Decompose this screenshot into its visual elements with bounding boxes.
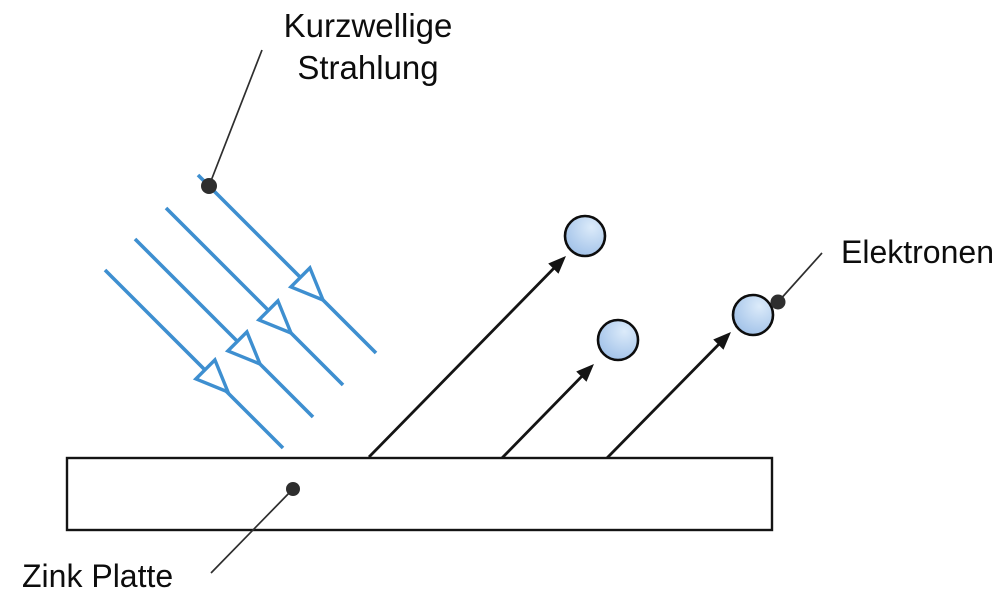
radiation-ray: [103, 268, 285, 450]
radiation-ray: [164, 206, 345, 387]
electron: [596, 318, 640, 362]
radiation-ray: [196, 173, 378, 355]
electron-arrowhead-icon: [576, 364, 594, 382]
radiation-label-line1: Kurzwellige: [283, 7, 453, 44]
radiation-arrowhead-icon: [224, 328, 264, 368]
radiation-arrowhead-icon: [255, 297, 295, 337]
radiation-leader-line: [208, 49, 263, 187]
electron-arrow-shaft: [500, 369, 590, 459]
leader-dots: [201, 178, 786, 496]
radiation-label-line2: Strahlung: [297, 49, 439, 86]
radiation-leader-dot: [201, 178, 217, 194]
plate-leader-line: [210, 488, 294, 574]
electron-arrow-shaft: [606, 337, 726, 459]
radiation-rays: [103, 173, 378, 450]
electrons-label: Elektronen: [841, 234, 994, 270]
plate-leader-dot: [286, 482, 300, 496]
electron-arrowhead-icon: [548, 256, 566, 274]
electron: [563, 214, 607, 258]
electrons: [563, 214, 775, 362]
electrons-leader-line: [777, 252, 823, 303]
radiation-arrowhead-icon: [287, 264, 327, 304]
radiation-label: Kurzwellige Strahlung: [257, 5, 479, 89]
leader-lines: [208, 49, 823, 574]
electron: [731, 293, 775, 337]
electron-arrows: [367, 256, 731, 459]
radiation-arrowhead-icon: [192, 356, 232, 396]
zinc-plate: [65, 456, 774, 532]
plate-label: Zink Platte: [22, 558, 174, 594]
radiation-ray: [133, 237, 315, 419]
electron-arrowhead-icon: [713, 332, 731, 350]
electrons-leader-dot: [770, 294, 786, 310]
electron-arrow-shaft: [367, 261, 562, 458]
